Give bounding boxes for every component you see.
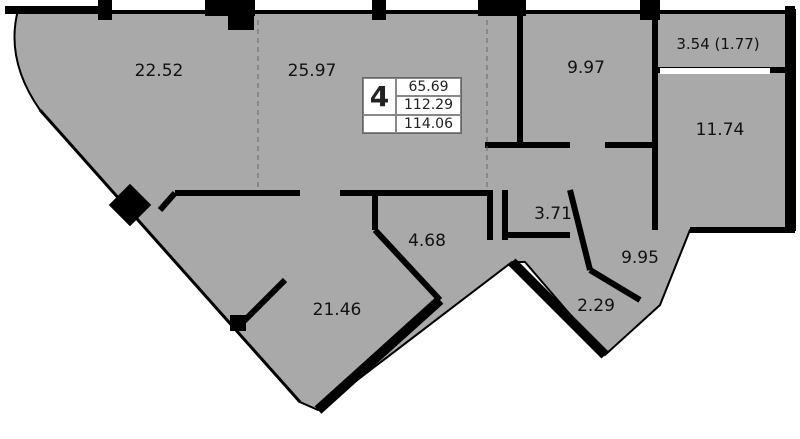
room-area-bedroom-top: 9.97 — [567, 58, 605, 78]
room-area-toilet: 3.71 — [534, 204, 572, 224]
room-count: 4 — [363, 78, 396, 115]
room-area-balcony: 3.54 (1.77) — [676, 35, 760, 53]
living-area: 65.69 — [396, 78, 461, 97]
room-area-bathroom: 4.68 — [408, 231, 446, 251]
room-area-living-left: 22.52 — [134, 61, 184, 81]
apartment-floor — [13, 9, 796, 412]
total-area: 112.29 — [396, 96, 461, 115]
room-area-hall: 9.95 — [621, 248, 659, 268]
summary-empty-cell — [363, 114, 396, 133]
room-area-bedroom-bottom: 21.46 — [312, 300, 362, 320]
apartment-summary: 4 65.69 112.29 114.06 — [362, 77, 462, 134]
room-area-bedroom-right: 11.74 — [695, 120, 745, 140]
room-area-kitchen-living: 25.97 — [287, 61, 337, 81]
room-area-storage: 2.29 — [577, 296, 615, 316]
total-with-balcony: 114.06 — [396, 114, 461, 133]
